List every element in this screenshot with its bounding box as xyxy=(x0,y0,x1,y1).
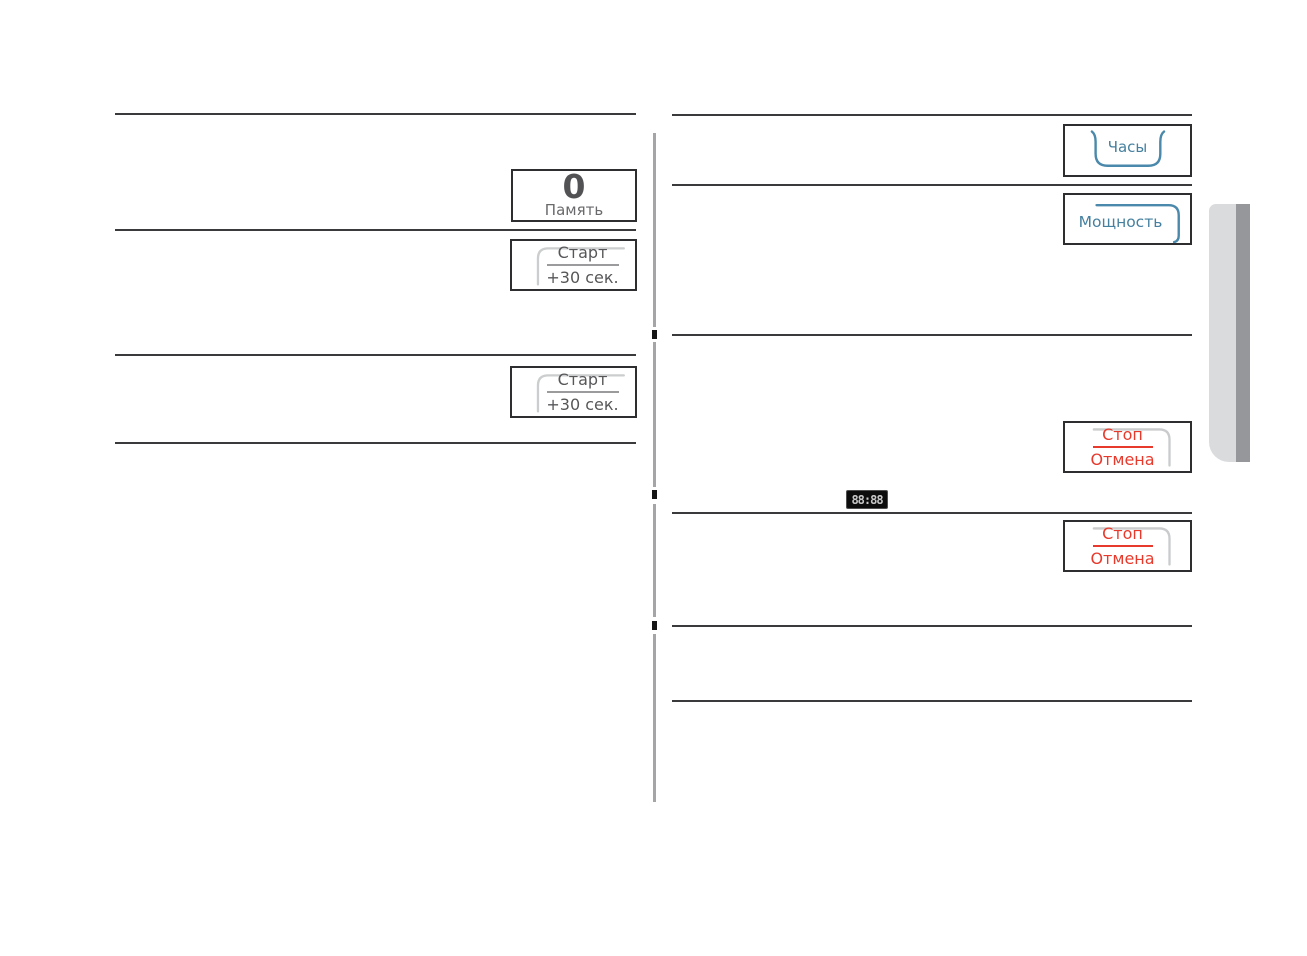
separator-line xyxy=(115,229,636,231)
separator-line xyxy=(672,334,1192,336)
cancel-button-label: Отмена xyxy=(1090,549,1155,568)
corner-curve-icon xyxy=(536,374,625,413)
label-separator xyxy=(546,391,619,393)
divider-dash xyxy=(652,330,657,339)
label-separator xyxy=(546,264,619,266)
label-separator xyxy=(1092,545,1153,547)
stop-button-label: Стоп xyxy=(1102,524,1143,543)
corner-curve-icon xyxy=(1095,203,1180,243)
start-button-label: Старт xyxy=(557,243,608,262)
stop-cancel-button-illustration: Стоп Отмена xyxy=(1063,520,1192,572)
page-edge-tab-shadow xyxy=(1236,204,1250,462)
separator-line xyxy=(672,700,1192,702)
plus-30-sec-label: +30 сек. xyxy=(546,395,619,414)
divider-dash xyxy=(652,490,657,499)
column-divider xyxy=(653,342,656,487)
led-display-value: 88:88 xyxy=(851,492,883,507)
clock-button-illustration: Часы xyxy=(1063,124,1192,177)
led-display: 88:88 xyxy=(846,490,888,509)
stop-button-label: Стоп xyxy=(1102,425,1143,444)
start-30s-button-illustration: Старт +30 сек. xyxy=(510,239,637,291)
column-divider xyxy=(653,504,656,617)
corner-curve-icon xyxy=(536,247,625,286)
start-30s-button-illustration: Старт +30 сек. xyxy=(510,366,637,418)
separator-line xyxy=(115,113,636,115)
plus-30-sec-label: +30 сек. xyxy=(546,268,619,287)
u-curve-icon xyxy=(1090,130,1166,167)
memory-digit: 0 xyxy=(562,167,586,206)
stop-cancel-button-illustration: Стоп Отмена xyxy=(1063,421,1192,473)
corner-curve-icon xyxy=(1092,428,1171,467)
column-divider xyxy=(653,133,656,327)
separator-line xyxy=(672,114,1192,116)
power-button-illustration: Мощность xyxy=(1063,193,1192,245)
power-button-label: Мощность xyxy=(1078,213,1163,231)
separator-line xyxy=(672,512,1192,514)
separator-line xyxy=(672,625,1192,627)
cancel-button-label: Отмена xyxy=(1090,450,1155,469)
memory-button-illustration: 0 Память xyxy=(511,169,637,222)
separator-line xyxy=(672,184,1192,186)
label-separator xyxy=(1092,446,1153,448)
corner-curve-icon xyxy=(1092,527,1171,566)
start-button-label: Старт xyxy=(557,370,608,389)
divider-dash xyxy=(652,621,657,630)
separator-line xyxy=(115,442,636,444)
clock-button-label: Часы xyxy=(1107,138,1148,156)
page-edge-tab xyxy=(1209,204,1250,462)
column-divider xyxy=(653,634,656,802)
separator-line xyxy=(115,354,636,356)
memory-button-label: Память xyxy=(544,201,604,219)
